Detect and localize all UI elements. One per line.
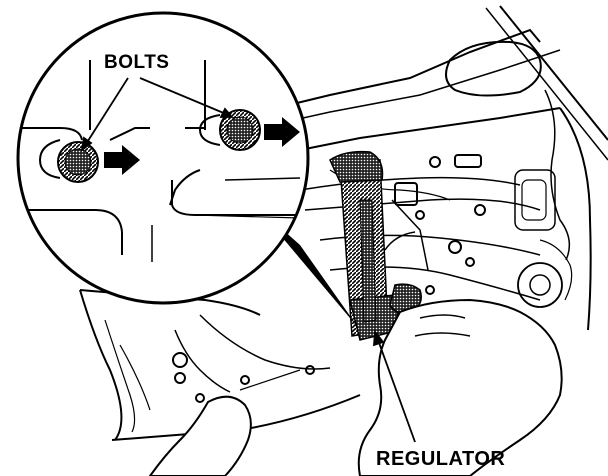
bolts-leader-lines bbox=[80, 77, 234, 153]
hand-left bbox=[148, 395, 252, 476]
arrow-right-icon bbox=[264, 117, 300, 147]
regulator-label: REGULATOR bbox=[376, 448, 506, 470]
hand-right bbox=[357, 298, 563, 476]
bolt-left bbox=[57, 141, 99, 183]
regulator-leader-line bbox=[372, 329, 416, 443]
detail-magnifier bbox=[16, 11, 310, 305]
bolt-right bbox=[219, 109, 261, 151]
regulator-mechanism bbox=[329, 150, 429, 341]
arrow-right-icon bbox=[104, 145, 140, 175]
bolts-label: BOLTS bbox=[104, 52, 170, 73]
